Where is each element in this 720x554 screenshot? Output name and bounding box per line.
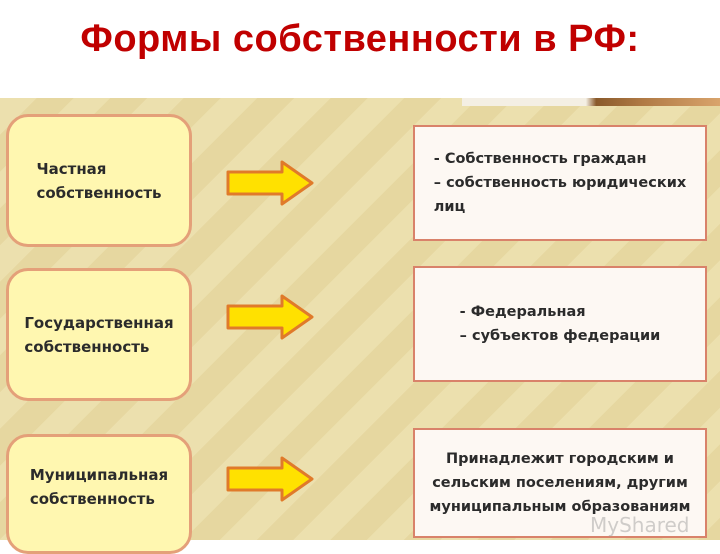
info-box-private: - Собственность граждан – собственность … xyxy=(413,125,707,241)
info-text-private: - Собственность граждан – собственность … xyxy=(433,151,687,215)
info-text-state: - Федеральная – субъектов федерации xyxy=(459,304,661,344)
arrow-right-icon xyxy=(226,160,314,206)
kind-label-municipal: Муниципальная собственность xyxy=(29,466,169,508)
kind-box-municipal: Муниципальная собственность xyxy=(6,434,192,554)
watermark: MyShared xyxy=(590,513,690,537)
kind-label-private: Частная собственность xyxy=(36,159,162,202)
info-box-state: - Федеральная – субъектов федерации xyxy=(413,266,707,382)
kind-label-state: Государственная собственность xyxy=(24,313,174,356)
kind-box-private: Частная собственность xyxy=(6,114,192,247)
kind-box-state: Государственная собственность xyxy=(6,268,192,401)
slide-title: Формы собственности в РФ: xyxy=(80,18,640,60)
arrow-right-icon xyxy=(226,294,314,340)
arrow-right-icon xyxy=(226,456,314,502)
info-box-municipal: Принадлежит городским и сельским поселен… xyxy=(413,428,707,538)
corner-decoration xyxy=(462,98,720,106)
info-text-municipal: Принадлежит городским и сельским поселен… xyxy=(429,451,691,515)
